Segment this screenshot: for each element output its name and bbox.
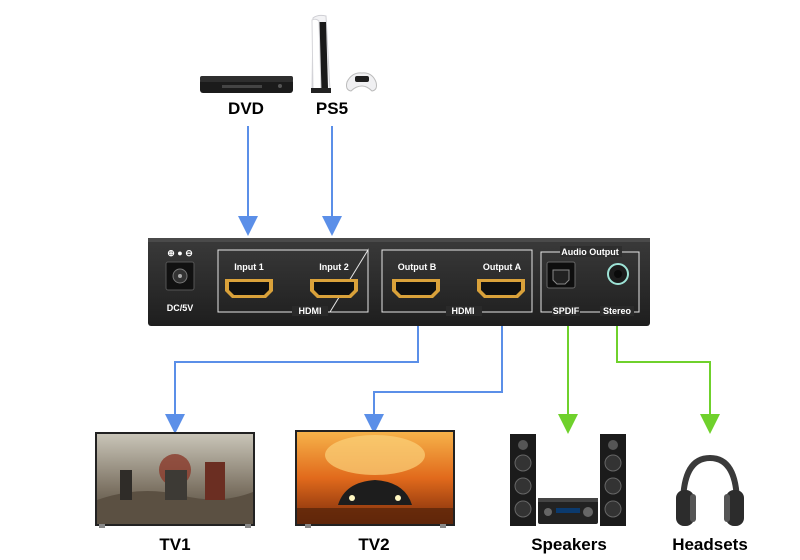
hdmi-input-label: HDMI [299, 306, 322, 316]
stereo-to-headsets-arrow [616, 326, 720, 434]
dvd-player-image [200, 76, 293, 93]
tv2-label: TV2 [358, 535, 389, 554]
spdif-label: SPDIF [553, 306, 580, 316]
tv1-image [95, 432, 255, 528]
tv2-image [295, 430, 455, 528]
headsets-image [676, 454, 744, 526]
stereo-label: Stereo [603, 306, 632, 316]
outputB-to-tv1-arrow [165, 326, 419, 434]
outputA-hdmi-port [477, 279, 525, 298]
speakers-label: Speakers [531, 535, 607, 554]
audio-output-label: Audio Output [561, 247, 618, 257]
headsets-label: Headsets [672, 535, 748, 554]
spdif-optical-port [546, 261, 576, 289]
input1-label: Input 1 [234, 262, 264, 272]
input2-hdmi-port [310, 279, 358, 298]
ps5-label: PS5 [316, 99, 348, 118]
dc-5v-label: DC/5V [167, 303, 194, 313]
power-symbol: ⊕ ● ⊖ [167, 248, 193, 258]
tv1-label: TV1 [159, 535, 190, 554]
input2-label: Input 2 [319, 262, 349, 272]
input1-hdmi-port [225, 279, 273, 298]
outputB-hdmi-port [392, 279, 440, 298]
speakers-image [510, 434, 626, 526]
hdmi-output-label: HDMI [452, 306, 475, 316]
stereo-jack-port [607, 263, 629, 285]
dvd-label: DVD [228, 99, 264, 118]
ps5-console-image [311, 14, 377, 93]
outputB-label: Output B [398, 262, 437, 272]
outputA-label: Output A [483, 262, 522, 272]
outputA-to-tv2-arrow [364, 326, 503, 434]
hdmi-switch-device: ⊕ ● ⊖ DC/5V HDMI Input 1 Input 2 HDMI Ou… [148, 238, 650, 326]
